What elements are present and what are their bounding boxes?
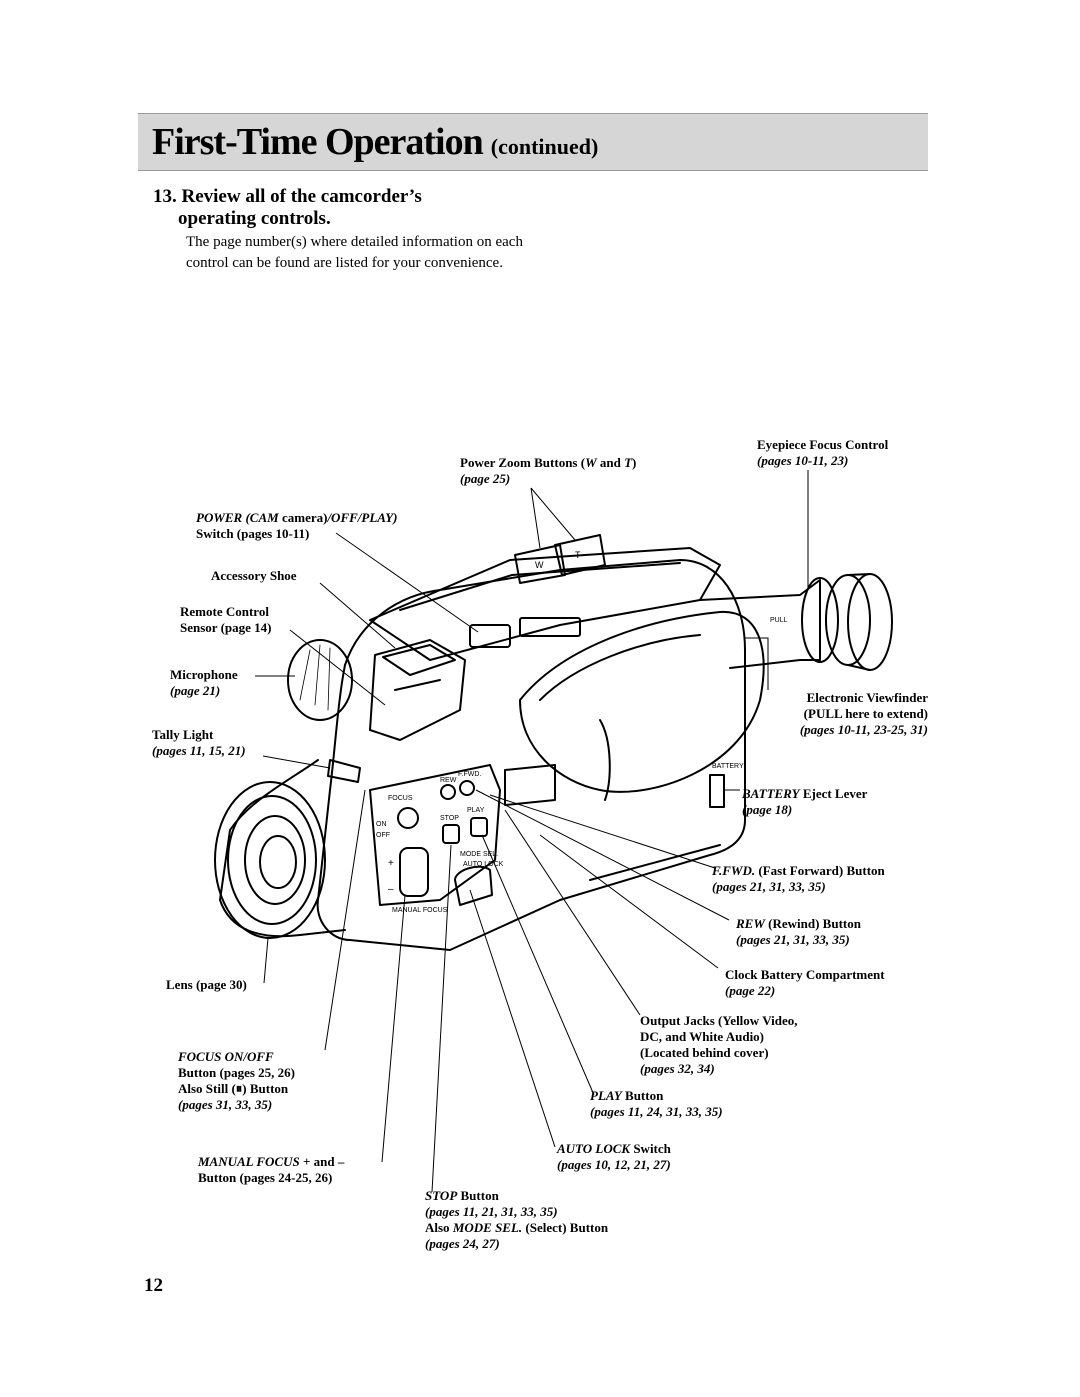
label-clock-battery: Clock Battery Compartment (page 22) bbox=[725, 967, 885, 998]
label-electronic-viewfinder: Electronic Viewfinder (PULL here to exte… bbox=[799, 690, 928, 737]
mark-on: ON bbox=[376, 821, 387, 828]
label-battery-eject: BATTERY Eject Lever (page 18) bbox=[742, 786, 868, 817]
lens-glass bbox=[244, 815, 306, 905]
mark-w: W bbox=[535, 560, 544, 570]
mark-auto-lock: AUTO LOCK bbox=[463, 861, 504, 868]
tally-light-shape bbox=[327, 759, 361, 783]
battery-eject-lever-shape bbox=[709, 774, 725, 808]
page-number: 12 bbox=[144, 1275, 163, 1296]
label-play-button: PLAY Button (pages 11, 24, 31, 33, 35) bbox=[590, 1088, 723, 1119]
label-power-switch: POWER (CAM camera)/OFF/PLAY) Switch (pag… bbox=[196, 510, 398, 541]
ffwd-button-shape bbox=[459, 780, 475, 796]
label-focus-on-off: FOCUS ON/OFF Button (pages 25, 26) Also … bbox=[178, 1049, 296, 1112]
mark-t: T bbox=[575, 550, 581, 560]
label-tally-light: Tally Light (pages 11, 15, 21) bbox=[152, 727, 246, 758]
focus-button-shape bbox=[397, 807, 419, 829]
label-lens: Lens (page 30) bbox=[166, 977, 247, 992]
intro-paragraph: The page number(s) where detailed inform… bbox=[186, 234, 523, 271]
auto-lock-switch-shape bbox=[454, 865, 493, 906]
mark-ffwd: F.FWD. bbox=[458, 771, 481, 778]
stop-button-shape bbox=[442, 824, 460, 844]
mark-stop: STOP bbox=[440, 815, 459, 822]
label-remote-sensor: Remote Control Sensor (page 14) bbox=[180, 604, 272, 635]
mark-rew: REW bbox=[440, 777, 457, 784]
label-power-zoom: Power Zoom Buttons (W and T) (page 25) bbox=[460, 455, 637, 486]
zoom-button-t bbox=[554, 534, 606, 576]
camera-top-deck bbox=[369, 547, 721, 661]
label-output-jacks: Output Jacks (Yellow Video, DC, and Whit… bbox=[640, 1013, 798, 1076]
label-manual-focus: MANUAL FOCUS + and – Button (pages 24-25… bbox=[198, 1154, 345, 1185]
label-eyepiece-focus: Eyepiece Focus Control (pages 10-11, 23) bbox=[757, 437, 889, 468]
power-switch-shape bbox=[469, 624, 511, 648]
mark-pull: PULL bbox=[770, 617, 788, 624]
mark-plus: + bbox=[388, 858, 394, 869]
label-accessory-shoe: Accessory Shoe bbox=[211, 568, 297, 583]
mark-battery: BATTERY bbox=[712, 763, 744, 770]
camera-handle-grip bbox=[519, 610, 765, 793]
control-panel-outline bbox=[369, 764, 501, 906]
section-title: First-Time Operation(continued) bbox=[152, 121, 599, 163]
lens-outer bbox=[214, 781, 326, 939]
label-auto-lock: AUTO LOCK Switch (pages 10, 12, 21, 27) bbox=[557, 1141, 671, 1172]
mark-mode-sel: MODE SEL. bbox=[460, 851, 498, 858]
play-button-shape bbox=[470, 817, 488, 837]
section-subtitle: (continued) bbox=[490, 134, 599, 159]
label-microphone: Microphone (page 21) bbox=[170, 667, 238, 698]
mark-play: PLAY bbox=[467, 807, 485, 814]
label-rew-button: REW (Rewind) Button (pages 21, 31, 33, 3… bbox=[736, 916, 861, 947]
section-header: First-Time Operation(continued) bbox=[138, 113, 928, 171]
label-ffwd-button: F.FWD. (Fast Forward) Button (pages 21, … bbox=[712, 863, 885, 894]
label-stop-button: STOP Button (pages 11, 21, 31, 33, 35) A… bbox=[425, 1188, 609, 1251]
manual-focus-rocker bbox=[399, 847, 429, 897]
rew-button-shape bbox=[440, 784, 456, 800]
mark-focus: FOCUS bbox=[388, 795, 413, 802]
step-heading: 13. Review all of the camcorder’s operat… bbox=[153, 186, 422, 229]
mark-manual-focus: MANUAL FOCUS bbox=[392, 907, 448, 914]
leader-lines bbox=[255, 470, 809, 1193]
microphone-shape bbox=[287, 639, 353, 721]
mark-minus: – bbox=[388, 884, 394, 895]
accessory-shoe-block bbox=[369, 639, 466, 741]
mark-off: OFF bbox=[376, 832, 390, 839]
viewfinder-ring bbox=[801, 577, 839, 663]
viewfinder-tube bbox=[699, 579, 821, 669]
